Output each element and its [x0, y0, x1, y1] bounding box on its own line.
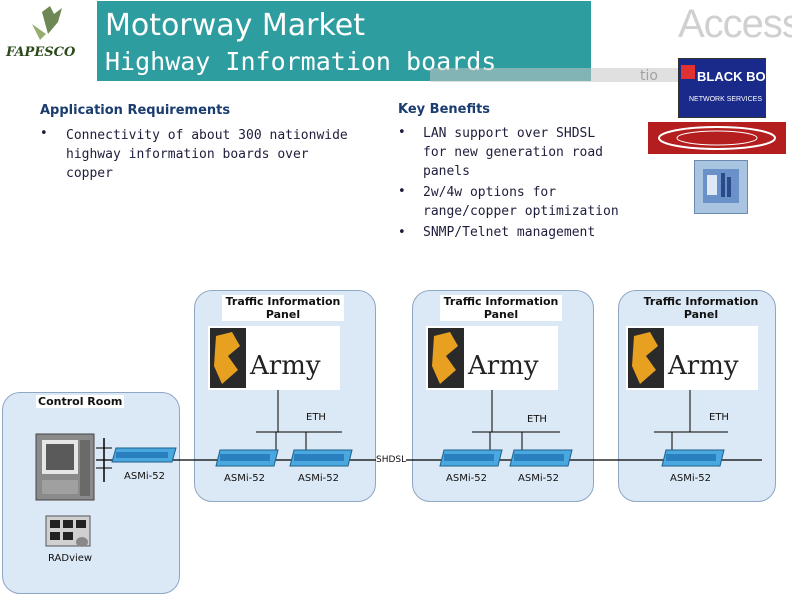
- bullet-dot: •: [398, 184, 406, 199]
- panel-label-3: Traffic Information Panel: [643, 295, 759, 321]
- svg-text:BLACK BOX: BLACK BOX: [697, 69, 765, 84]
- red-partner-logo: [648, 122, 786, 154]
- decorative-strip: tio: [430, 64, 700, 84]
- asmi-label: ASMi-52: [518, 473, 559, 484]
- requirements-heading: Application Requirements: [40, 103, 231, 118]
- access-watermark: Access: [678, 2, 792, 46]
- asmi-52-device: [288, 448, 354, 468]
- panel-label-2: Traffic Information Panel: [440, 295, 562, 321]
- benefit-item: SNMP/Telnet management: [423, 225, 596, 240]
- svg-text:tio: tio: [640, 68, 658, 84]
- site-panel-2: [412, 290, 594, 502]
- asmi-52-device: [438, 448, 504, 468]
- shdsl-label: SHDSL: [376, 455, 407, 465]
- asmi-52-device: [214, 448, 280, 468]
- workstation-icon: [34, 432, 96, 504]
- eth-label-1: ETH: [306, 412, 326, 423]
- bullet-dot: •: [398, 125, 406, 140]
- asmi-52-device-control: [110, 446, 178, 464]
- fapesco-logo: FAPESCO: [2, 4, 92, 74]
- svg-text:Army: Army: [249, 351, 321, 381]
- traffic-sign-2: Army: [426, 326, 558, 390]
- bullet-dot: •: [398, 225, 406, 240]
- radview-icon: [42, 514, 94, 552]
- traffic-sign-3: Army: [626, 326, 758, 390]
- asmi-label: ASMi-52: [224, 473, 265, 484]
- radview-label: RADview: [48, 553, 93, 564]
- benefit-item: LAN support over SHDSL for new generatio…: [423, 126, 604, 179]
- bullet-dot: •: [40, 126, 48, 141]
- svg-text:Army: Army: [667, 351, 739, 381]
- slide-title: Motorway Market: [105, 8, 366, 43]
- asmi-label: ASMi-52: [670, 473, 711, 484]
- svg-text:NETWORK SERVICES: NETWORK SERVICES: [689, 96, 762, 103]
- benefit-item: 2w/4w options for range/copper optimizat…: [423, 185, 619, 219]
- panel-label-1: Traffic Information Panel: [222, 295, 344, 321]
- site-panel-1: [194, 290, 376, 502]
- svg-text:FAPESCO: FAPESCO: [5, 45, 76, 60]
- traffic-sign-1: Army: [208, 326, 340, 390]
- asmi-label-control: ASMi-52: [124, 471, 165, 482]
- control-room-label: Control Room: [36, 395, 125, 408]
- eth-label-3: ETH: [709, 412, 729, 423]
- asmi-52-device: [660, 448, 726, 468]
- svg-text:Army: Army: [467, 351, 539, 381]
- eth-label-2: ETH: [527, 414, 547, 425]
- asmi-52-device: [508, 448, 574, 468]
- site-panel-3: [618, 290, 776, 502]
- requirement-item: Connectivity of about 300 nationwide hig…: [66, 128, 348, 181]
- asmi-label: ASMi-52: [298, 473, 339, 484]
- product-image: [694, 160, 748, 214]
- benefits-heading: Key Benefits: [398, 102, 491, 117]
- asmi-label: ASMi-52: [446, 473, 487, 484]
- blackbox-logo: BLACK BOX NETWORK SERVICES: [678, 58, 775, 118]
